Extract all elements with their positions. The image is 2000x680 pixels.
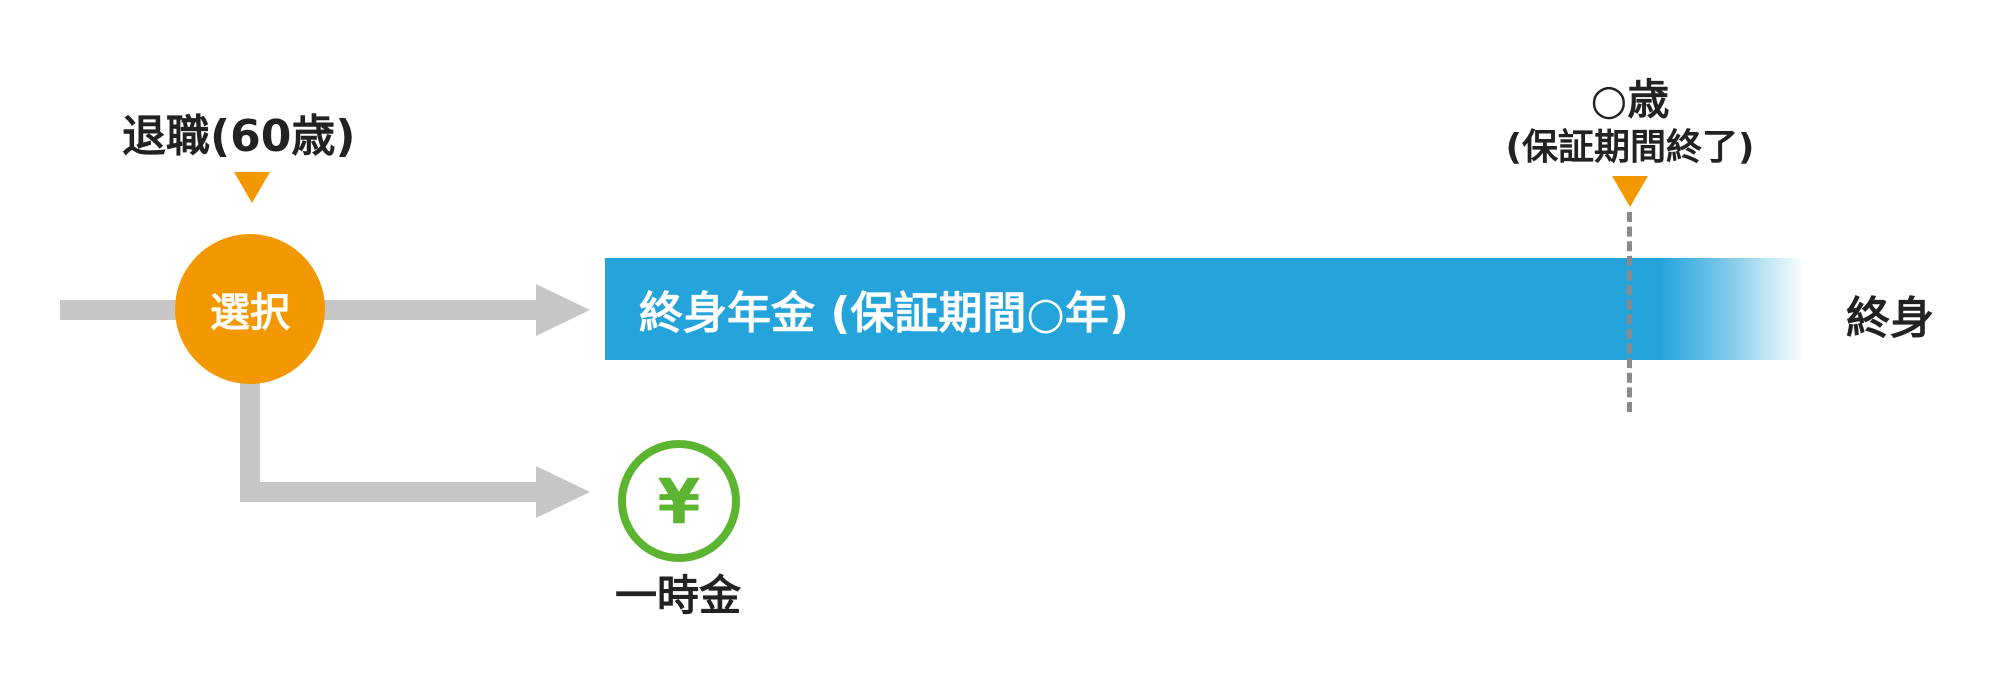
yen-symbol: ¥	[657, 464, 701, 538]
choice-label: 選択	[210, 290, 290, 336]
lumpsum-arrowhead	[536, 466, 590, 518]
yen-coin-icon: ¥	[618, 440, 740, 562]
retirement-label: 退職(60歳)	[122, 111, 356, 162]
choice-node: 選択	[175, 234, 325, 384]
incoming-line	[60, 300, 180, 320]
guarantee-end-note: (保証期間終了)	[1505, 127, 1755, 168]
guarantee-end-dashed-line	[1627, 212, 1632, 412]
lumpsum-label: 一時金	[614, 571, 741, 620]
guarantee-end-marker	[1612, 176, 1648, 207]
guarantee-end-age: ○歳	[1590, 75, 1670, 124]
retirement-marker	[234, 172, 270, 203]
lumpsum-flow-line	[240, 482, 540, 502]
annuity-flow-line	[320, 300, 540, 320]
annuity-bar: 終身年金 (保証期間○年)	[605, 258, 1805, 360]
lifetime-label: 終身	[1846, 293, 1934, 344]
annuity-arrowhead	[536, 284, 590, 336]
annuity-label: 終身年金 (保証期間○年)	[639, 288, 1129, 339]
lumpsum-branch-vertical	[240, 380, 260, 496]
